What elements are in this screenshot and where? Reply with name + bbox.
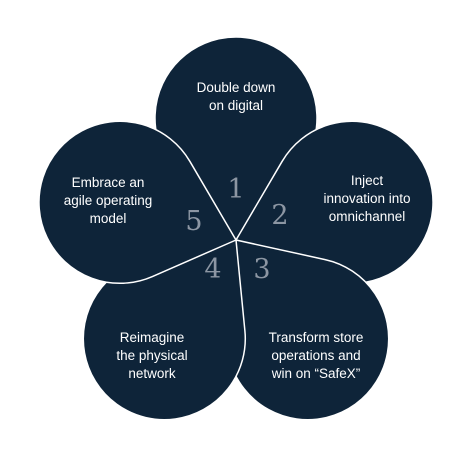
petal-4-label-line: network (128, 366, 176, 381)
petal-labels: Double down on digital 1 Inject innovation i… (64, 80, 411, 381)
petal-4-number: 4 (204, 254, 221, 285)
petal-3-number: 3 (253, 254, 270, 285)
petal-4-label: Reimagine the physical network (116, 330, 187, 381)
petal-5-label-line: agile operating (64, 193, 153, 208)
petal-2-number: 2 (271, 200, 288, 231)
petal-3-label-line: Transform store (269, 330, 364, 345)
petal-2-label-line: innovation into (323, 191, 410, 206)
petal-5-label-line: Embrace an (72, 175, 145, 190)
petal-1-number: 1 (227, 174, 244, 205)
petal-1-label: Double down on digital (197, 80, 276, 113)
petal-2-label-line: omnichannel (329, 209, 406, 224)
petal-2-label-line: Inject (351, 173, 384, 188)
petal-3-label: Transform store operations and win on “Saf… (269, 330, 364, 381)
petal-1-label-line: Double down (197, 80, 276, 95)
petal-2 (234, 120, 434, 284)
petal-3-label-line: operations and (271, 348, 360, 363)
petal-4-label-line: Reimagine (120, 330, 185, 345)
petal-4 (82, 239, 247, 421)
petal-5-label-line: model (90, 211, 127, 226)
petal-3 (225, 239, 390, 421)
petal-shapes (38, 36, 434, 421)
petal-5-label: Embrace an agile operating model (64, 175, 153, 226)
petal-5 (38, 120, 238, 284)
petal-1-label-line: on digital (209, 98, 263, 113)
petal-5-number: 5 (185, 206, 202, 237)
petal-2-label: Inject innovation into omnichannel (323, 173, 410, 224)
petal-4-label-line: the physical (116, 348, 187, 363)
petal-3-label-line: win on “SafeX” (271, 366, 361, 381)
